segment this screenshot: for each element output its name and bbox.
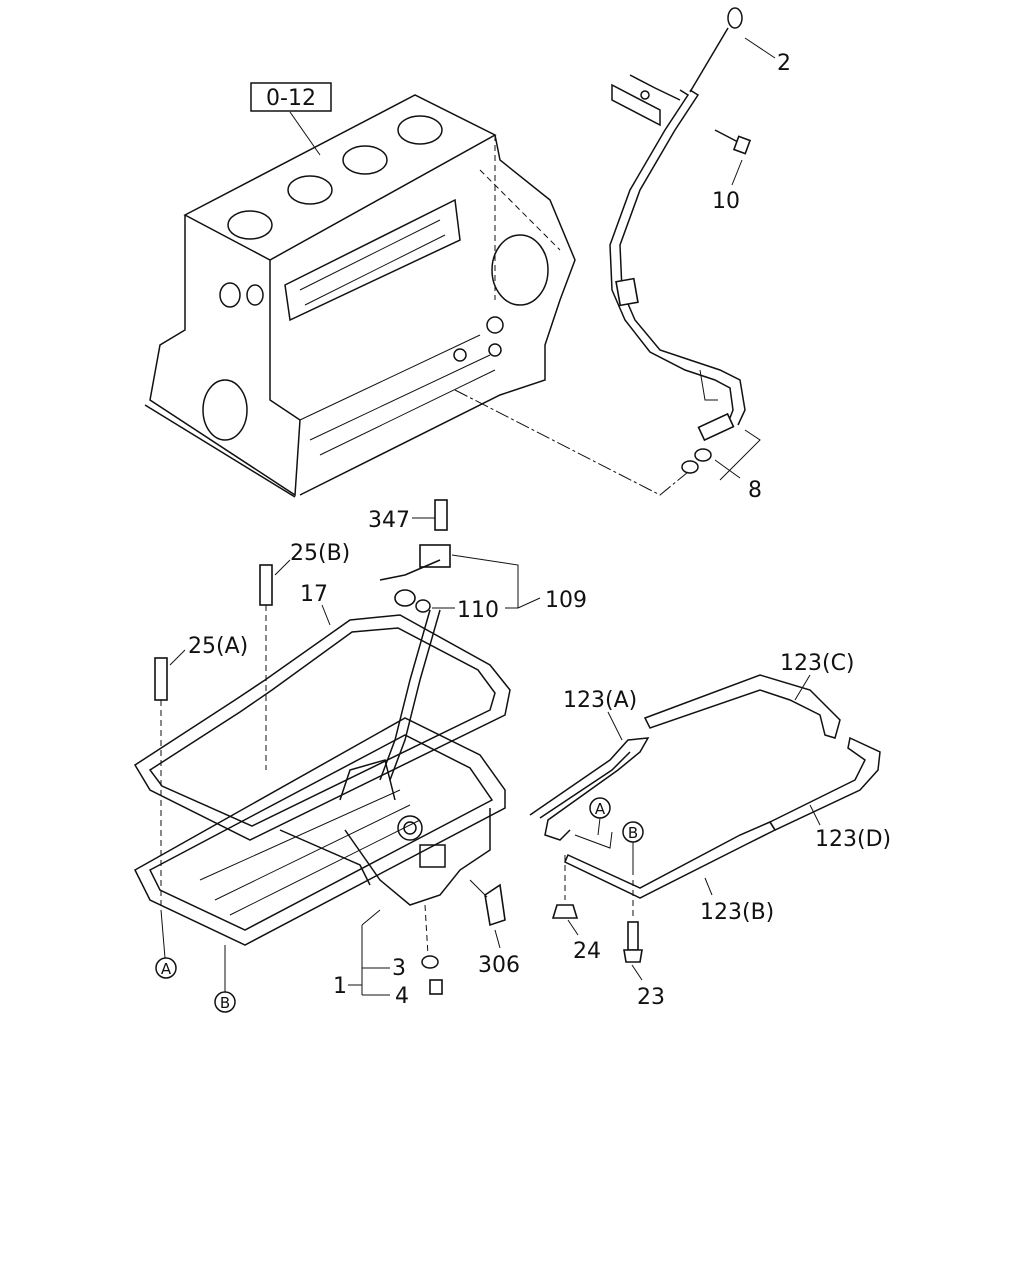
label-123b: 123(B) <box>700 900 774 925</box>
label-347: 347 <box>368 508 410 533</box>
label-8: 8 <box>748 478 762 503</box>
gasket-123 <box>529 674 881 899</box>
ref-box-label: 0-12 <box>266 86 316 111</box>
label-24: 24 <box>573 939 601 964</box>
circle-b-right: B <box>628 824 638 842</box>
stud-25b <box>259 564 273 770</box>
label-1: 1 <box>333 974 347 999</box>
o-ring-8a <box>681 460 699 474</box>
nut-24 <box>551 855 579 919</box>
label-25a: 25(A) <box>188 634 248 659</box>
clip-306 <box>484 883 506 927</box>
label-23: 23 <box>637 985 665 1010</box>
label-25b: 25(B) <box>290 541 350 566</box>
bolt-10 <box>714 129 752 155</box>
label-123c: 123(C) <box>780 651 855 676</box>
circle-a-right: A <box>595 800 606 818</box>
label-306: 306 <box>478 953 520 978</box>
engine-block <box>144 94 576 498</box>
dipstick-tube <box>609 7 746 442</box>
oil-pan <box>134 717 506 946</box>
circle-b-left: B <box>220 994 230 1012</box>
gasket-17 <box>133 614 511 841</box>
label-109: 109 <box>545 588 587 613</box>
label-123a: 123(A) <box>563 688 637 713</box>
label-2: 2 <box>777 51 791 76</box>
label-3: 3 <box>392 956 406 981</box>
o-ring-8b <box>694 448 712 462</box>
stud-25a <box>154 657 168 908</box>
label-123d: 123(D) <box>815 827 891 852</box>
ref-box-outline <box>250 82 332 112</box>
oil-sensor-109 <box>379 499 451 613</box>
circle-a-left: A <box>161 960 172 978</box>
label-110: 110 <box>457 598 499 623</box>
washer-3 <box>421 955 439 969</box>
bolt-23 <box>623 880 643 963</box>
label-17: 17 <box>300 582 328 607</box>
plug-4 <box>429 979 443 995</box>
label-4: 4 <box>395 984 409 1009</box>
label-10: 10 <box>712 189 740 214</box>
